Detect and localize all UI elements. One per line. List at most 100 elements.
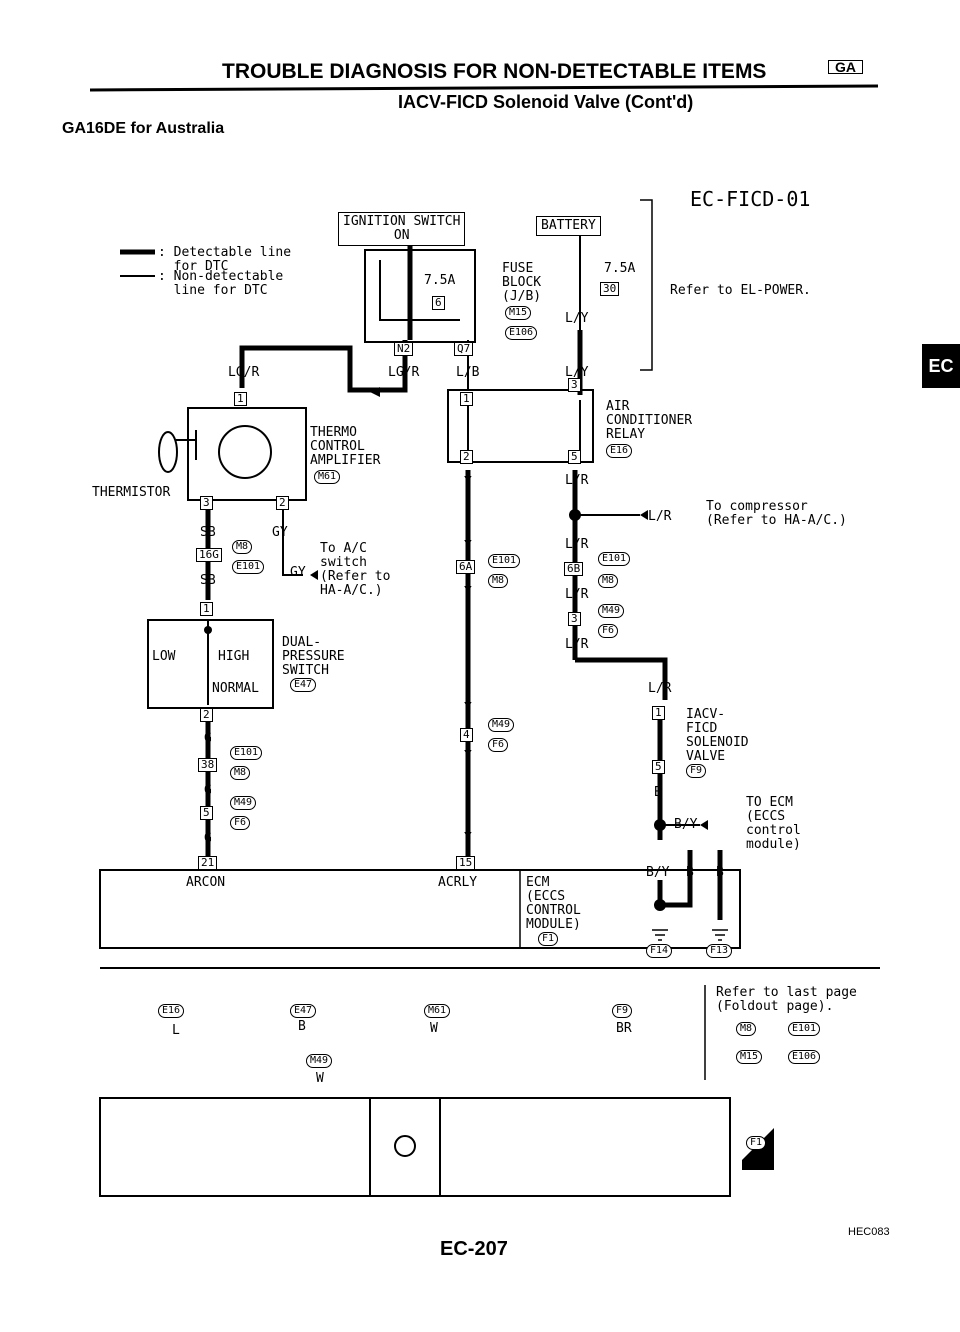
dp-high: HIGH bbox=[218, 649, 250, 664]
wire-y-6: Y bbox=[464, 831, 472, 846]
connector-m61-color: W bbox=[430, 1021, 438, 1036]
refer-power: Refer to EL-POWER. bbox=[670, 283, 811, 298]
wire-sb-1: SB bbox=[200, 525, 216, 540]
arcon-label: ARCON bbox=[186, 875, 226, 890]
ignition-switch: IGNITION SWITCH ON bbox=[338, 212, 466, 246]
pin-3c: 3 bbox=[568, 612, 581, 626]
pin-thermo-3: 3 bbox=[200, 496, 213, 510]
model-label: GA16DE for Australia bbox=[62, 120, 225, 137]
conn-f6-b: F6 bbox=[598, 624, 619, 638]
connector-m61: M61 bbox=[424, 1004, 451, 1018]
ground-conn-1: F14 bbox=[646, 944, 673, 958]
wire-by-1: B/Y bbox=[674, 817, 698, 832]
pin-16g: 16G bbox=[196, 548, 222, 562]
legend-detectable: : Detectable line for DTC bbox=[158, 245, 292, 274]
fuse2-num: 30 bbox=[600, 282, 620, 296]
wire-y-4: Y bbox=[464, 701, 472, 716]
connector-e47: E47 bbox=[290, 1004, 317, 1018]
wire-lr-2: L/R bbox=[565, 537, 589, 552]
legend-nondetectable: : Non-detectable line for DTC bbox=[158, 269, 284, 298]
figure-code: HEC083 bbox=[848, 1226, 890, 1238]
pin-iacv-5: 5 bbox=[652, 760, 665, 774]
connector-e16: E16 bbox=[158, 1004, 185, 1018]
ref-conn-e101: E101 bbox=[788, 1022, 821, 1036]
pin-5a: 5 bbox=[200, 806, 213, 820]
wire-b-3: B bbox=[716, 865, 724, 880]
pin-15: 15 bbox=[456, 856, 476, 870]
wire-g-3: G bbox=[204, 831, 212, 846]
pin-dp-1: 1 bbox=[200, 602, 213, 616]
ref-conn-e106: E106 bbox=[788, 1050, 821, 1064]
connector-f9: F9 bbox=[612, 1004, 633, 1018]
wire-ly-1: L/Y bbox=[565, 311, 589, 326]
wire-lgr-2: LG/R bbox=[388, 365, 420, 380]
conn-e101-b: E101 bbox=[488, 554, 521, 568]
ref-conn-m15: M15 bbox=[736, 1050, 763, 1064]
conn-m8-d: M8 bbox=[230, 766, 251, 780]
fuse-conn-m15: M15 bbox=[505, 306, 532, 320]
wire-lgr-1: LG/R bbox=[228, 365, 260, 380]
conn-m49-c: M49 bbox=[230, 796, 257, 810]
refer-last-page: Refer to last page (Foldout page). bbox=[716, 985, 857, 1014]
pin-6b: 6B bbox=[564, 562, 584, 576]
wire-lr-3: L/R bbox=[565, 587, 589, 602]
page-title: TROUBLE DIAGNOSIS FOR NON-DETECTABLE ITE… bbox=[222, 60, 767, 83]
wire-b-1: B bbox=[654, 785, 662, 800]
pin-4: 4 bbox=[460, 728, 473, 742]
hs-badge: H.S. bbox=[788, 1152, 814, 1167]
ac-relay-label: AIR CONDITIONER RELAY bbox=[606, 399, 693, 442]
conn-m8-c: M8 bbox=[598, 574, 619, 588]
wire-lr-6: L/R bbox=[648, 681, 672, 696]
wire-g-2: G bbox=[204, 783, 212, 798]
wire-y-5: Y bbox=[464, 749, 472, 764]
pin-thermo-2: 2 bbox=[276, 496, 289, 510]
pin-iacv-1: 1 bbox=[652, 706, 665, 720]
wire-y-3: Y bbox=[464, 585, 472, 600]
wire-lr-5: L/R bbox=[648, 509, 672, 524]
connector-e16-color: L bbox=[172, 1023, 180, 1038]
conn-e101-a: E101 bbox=[232, 560, 265, 574]
diagram-code: EC-FICD-01 bbox=[690, 187, 811, 211]
wire-lr-1: L/R bbox=[565, 473, 589, 488]
iacv-conn: F9 bbox=[686, 764, 707, 778]
wire-ly-2: L/Y bbox=[565, 365, 589, 380]
wire-sb-2: SB bbox=[200, 573, 216, 588]
ground-conn-2: F13 bbox=[706, 944, 733, 958]
conn-f6-a: F6 bbox=[488, 738, 509, 752]
connector-f1-color: W bbox=[758, 1155, 766, 1170]
page-subtitle: IACV-FICD Solenoid Valve (Cont'd) bbox=[398, 92, 694, 112]
conn-m8-b: M8 bbox=[488, 574, 509, 588]
pin-21: 21 bbox=[198, 856, 218, 870]
ecm-conn: F1 bbox=[538, 932, 559, 946]
wire-gy-2: GY bbox=[290, 565, 306, 580]
thermo-conn: M61 bbox=[314, 470, 341, 484]
thermo-amp-label: THERMO CONTROL AMPLIFIER bbox=[310, 425, 381, 468]
fuse2-rating: 7.5A bbox=[604, 261, 636, 276]
to-ac-switch: To A/C switch (Refer to HA-A/C.) bbox=[320, 541, 391, 598]
pin-n2: N2 bbox=[394, 342, 414, 356]
ac-relay-conn: E16 bbox=[606, 444, 633, 458]
side-tab[interactable]: EC bbox=[922, 344, 960, 388]
pin-thermo-1: 1 bbox=[234, 392, 247, 406]
pin-relay-5: 5 bbox=[568, 450, 581, 464]
dp-normal: NORMAL bbox=[212, 681, 259, 696]
page-number: EC-207 bbox=[440, 1238, 508, 1260]
section-badge: GA bbox=[828, 60, 863, 74]
to-compressor: To compressor (Refer to HA-A/C.) bbox=[706, 499, 847, 528]
conn-m49-a: M49 bbox=[488, 718, 515, 732]
wire-g-1: G bbox=[204, 731, 212, 746]
acrly-label: ACRLY bbox=[438, 875, 478, 890]
ref-conn-m8: M8 bbox=[736, 1022, 757, 1036]
wire-lb: L/B bbox=[456, 365, 480, 380]
conn-e101-d: E101 bbox=[230, 746, 263, 760]
conn-f6-c: F6 bbox=[230, 816, 251, 830]
wire-lr-4: L/R bbox=[565, 637, 589, 652]
wire-y-1: Y bbox=[464, 475, 472, 490]
pin-relay-1: 1 bbox=[460, 392, 473, 406]
fuse1-rating: 7.5A bbox=[424, 273, 456, 288]
pin-relay-3: 3 bbox=[568, 378, 581, 392]
fuse1-num: 6 bbox=[432, 296, 445, 310]
connector-m49: M49 bbox=[306, 1054, 333, 1068]
battery: BATTERY bbox=[536, 216, 601, 236]
